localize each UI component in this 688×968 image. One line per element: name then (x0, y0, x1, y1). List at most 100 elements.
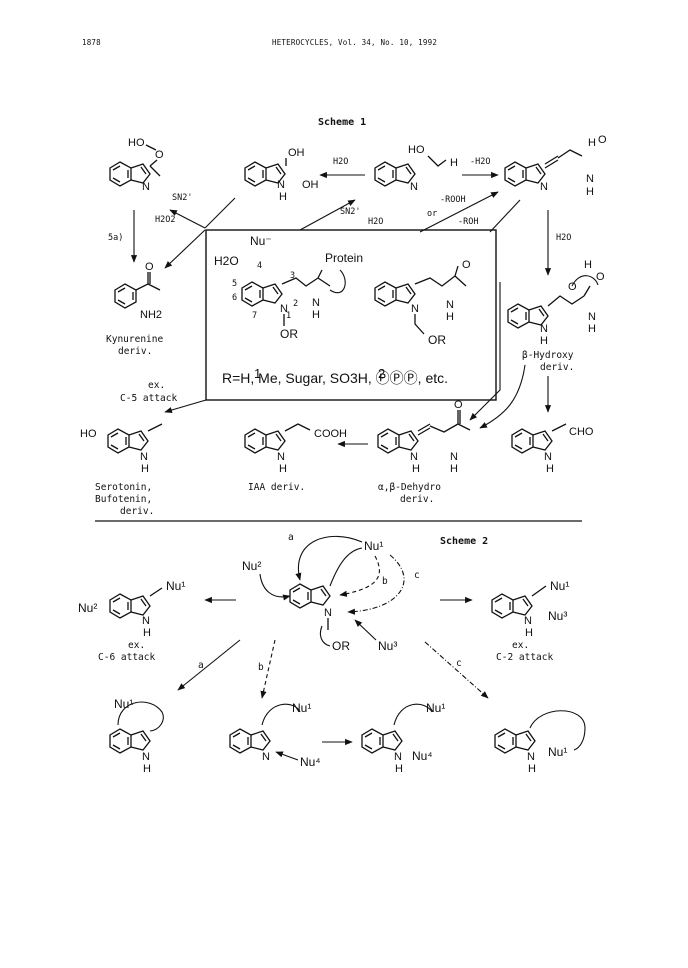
label-kynurenine: Kynurenine (106, 334, 163, 345)
arrow-path-a-down (177, 639, 241, 691)
svg-text:N: N (277, 179, 285, 191)
svg-text:Nu¹: Nu¹ (292, 701, 311, 715)
svg-text:H: H (143, 763, 151, 775)
reagent-minus-h2o: -H2O (470, 157, 490, 167)
arrow-sn2-left (169, 209, 206, 229)
svg-text:5: 5 (232, 279, 237, 289)
svg-text:N: N (142, 181, 150, 193)
svg-text:O: O (462, 259, 471, 271)
svg-text:N: N (394, 751, 402, 763)
svg-text:Nu²: Nu² (78, 601, 97, 615)
svg-text:3: 3 (290, 271, 295, 281)
svg-text:H: H (312, 309, 320, 321)
svg-text:H: H (450, 157, 458, 169)
central-intermediate-box (205, 229, 497, 401)
svg-text:2: 2 (378, 366, 385, 381)
svg-text:7: 7 (252, 311, 257, 321)
arrow-c5-attack (164, 399, 207, 414)
svg-text:H: H (446, 311, 454, 323)
arrow-sn2-mid (299, 199, 356, 231)
label-path-c-down: c (456, 658, 462, 669)
label-path-a-down: a (198, 660, 204, 671)
svg-text:HO: HO (408, 144, 425, 156)
svg-text:H: H (412, 463, 420, 475)
svg-text:H: H (279, 463, 287, 475)
structure-hydroperoxide-indolenine: HO O N (109, 137, 164, 193)
svg-text:H: H (540, 335, 548, 347)
reagent-h2o-right: H2O (556, 233, 571, 243)
label-beta-hydroxy-deriv: deriv. (540, 362, 574, 373)
structure-n-oxy-tryptophan-1: Nu⁻ H2O Protein 4 3 5 6 7 2 1 N H N OR 1 (214, 234, 363, 381)
svg-text:N: N (586, 173, 594, 185)
label-path-b-top: b (382, 576, 388, 587)
svg-text:O: O (598, 134, 607, 146)
label-path-a-top: a (288, 532, 294, 543)
journal-header: HETEROCYCLES, Vol. 34, No. 10, 1992 (272, 38, 438, 47)
arrow-path-b-intra (339, 555, 380, 597)
structure-n-peroxy-tryptophan-2: O N H N OR 2 (374, 259, 471, 381)
structure-central-n-oxyindole: N OR Nu¹ (289, 539, 383, 653)
svg-text:N: N (450, 451, 458, 463)
svg-text:O: O (145, 261, 154, 273)
svg-text:1: 1 (286, 311, 291, 321)
svg-text:Nu¹: Nu¹ (166, 579, 185, 593)
svg-text:O: O (155, 149, 164, 161)
arrow-path-a-intra (295, 535, 363, 581)
scheme-2-title: Scheme 2 (440, 536, 488, 547)
label-nu3-center: Nu³ (378, 639, 397, 653)
arrow-nu2-attack (259, 573, 291, 601)
structure-path-b-product: Nu¹ N H Nu⁴ (361, 701, 445, 775)
svg-text:2: 2 (293, 299, 298, 309)
structure-hydroxy-indolenine: HO H N (374, 144, 458, 193)
line-branch-right (489, 199, 521, 233)
svg-text:Protein: Protein (325, 251, 363, 265)
arrow-path-b-down (260, 639, 276, 699)
svg-text:N: N (142, 751, 150, 763)
reagent-h2o-mid: H2O (368, 217, 383, 227)
label-path-b-down: b (258, 662, 264, 673)
label-ex-c5: ex. (148, 380, 165, 391)
reagent-or: or (427, 209, 437, 219)
reagent-h2o-top: H2O (333, 157, 348, 167)
svg-text:H: H (525, 627, 533, 639)
arrow-to-alkylidene (419, 191, 499, 233)
svg-text:OR: OR (280, 327, 298, 341)
svg-text:N: N (312, 297, 320, 309)
svg-text:HO: HO (128, 137, 145, 149)
svg-text:OR: OR (428, 333, 446, 347)
svg-text:OR: OR (332, 639, 350, 653)
svg-text:Nu¹: Nu¹ (550, 579, 569, 593)
label-c6-attack: C-6 attack (98, 652, 155, 663)
svg-text:6: 6 (232, 293, 237, 303)
svg-text:N: N (262, 751, 270, 763)
svg-text:N: N (324, 607, 332, 619)
svg-text:Nu⁴: Nu⁴ (412, 749, 433, 763)
structure-iaa: COOH N H (244, 423, 347, 475)
arrow-to-dehydro-1 (479, 364, 526, 429)
structure-kynurenine: O NH2 (114, 261, 162, 321)
svg-text:Nu¹: Nu¹ (548, 745, 567, 759)
svg-text:H: H (395, 763, 403, 775)
svg-text:N: N (524, 615, 532, 627)
label-ex-c2: ex. (512, 640, 529, 651)
svg-text:H: H (141, 463, 149, 475)
svg-text:N: N (410, 181, 418, 193)
label-serotonin-deriv: deriv. (120, 506, 154, 517)
structure-indole-3-carbaldehyde: CHO N H (511, 423, 594, 475)
svg-text:H: H (588, 323, 596, 335)
svg-text:H: H (546, 463, 554, 475)
label-bufotenin: Bufotenin, (95, 494, 152, 505)
svg-text:N: N (540, 323, 548, 335)
label-ex-c6: ex. (128, 640, 145, 651)
svg-text:N: N (280, 303, 288, 315)
structure-c6-product: Nu² Nu¹ N H (78, 579, 185, 639)
svg-text:N: N (277, 451, 285, 463)
svg-text:CHO: CHO (569, 426, 594, 438)
svg-text:O: O (568, 281, 577, 293)
svg-text:Nu³: Nu³ (548, 609, 567, 623)
svg-text:Nu¹: Nu¹ (426, 701, 445, 715)
structure-indoline-diol: OH OH N H (244, 147, 319, 203)
svg-text:H: H (588, 137, 596, 149)
svg-text:N: N (588, 311, 596, 323)
